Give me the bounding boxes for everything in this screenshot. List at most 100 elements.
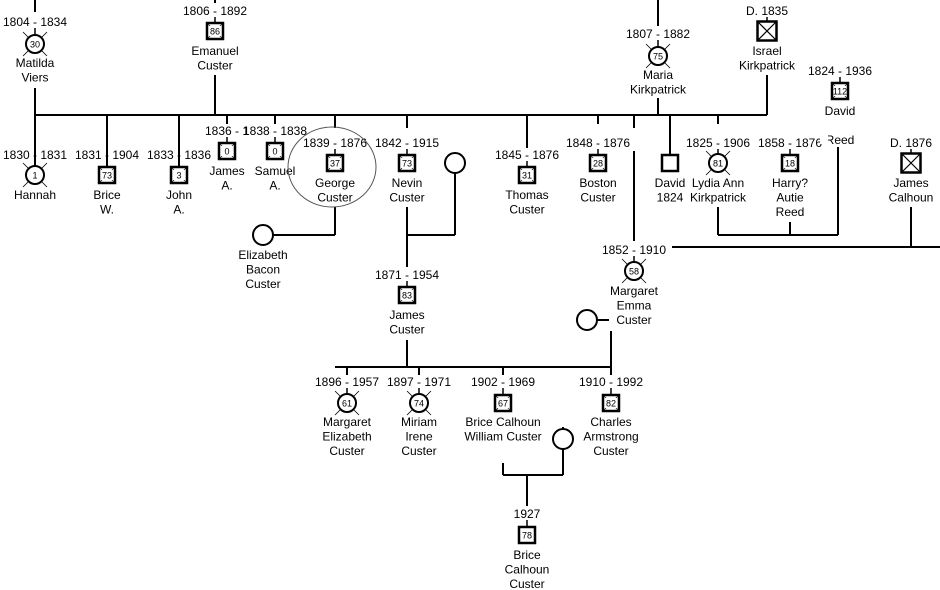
person-name-line: Custer (329, 444, 364, 458)
person-age: 75 (653, 52, 663, 62)
person-age: 83 (402, 291, 412, 301)
person-name-line: Custer (401, 444, 436, 458)
person-name-line: Nevin (392, 176, 423, 190)
person-name-line: William Custer (464, 430, 541, 444)
male-square-icon (660, 153, 680, 173)
person-dates: D. 1835 (746, 4, 788, 18)
person-name-line: Viers (21, 71, 48, 85)
person-name-line: 1824 (657, 191, 684, 205)
person-name-line: Charles (590, 415, 631, 429)
female-circle-icon (444, 152, 466, 174)
age-bg (209, 26, 221, 36)
person-name-line: Armstrong (583, 430, 638, 444)
person-node[interactable] (576, 309, 598, 331)
deceased-cross-icon (406, 390, 432, 416)
person-age: 73 (402, 159, 412, 169)
person-age: 31 (522, 171, 532, 181)
age-bg (834, 86, 846, 96)
age-bg (497, 398, 509, 408)
person-age: 28 (593, 159, 603, 169)
person-name-line: James (893, 176, 928, 190)
person-name-line: Reed (776, 205, 805, 219)
person-name-line: Custer (580, 191, 615, 205)
deceased-cross-icon (757, 21, 777, 41)
person-age: 58 (629, 267, 639, 277)
person-name-line: Custer (616, 313, 651, 327)
deceased-cross-icon (621, 258, 647, 284)
age-bg (521, 170, 533, 180)
female-circle-icon (624, 261, 644, 281)
person-name-line: Custer (389, 191, 424, 205)
person-dates: 1806 - 1892 (183, 4, 247, 18)
person-name-line: David (825, 104, 856, 118)
person-dates: 1838 - 1838 (243, 124, 307, 138)
female-circle-icon (648, 46, 668, 66)
person-name-line: Harry? (772, 176, 808, 190)
person-dates: 1836 - 1 (205, 124, 249, 138)
person-age: 61 (342, 399, 352, 409)
person-name-line: Custer (593, 444, 628, 458)
person-name-line: Bacon (246, 263, 280, 277)
label-clip (820, 128, 828, 144)
person-name-line: Autie (776, 191, 804, 205)
person-dates: 1830 - 1831 (3, 148, 67, 162)
person-age: 112 (833, 87, 847, 97)
female-circle-icon (252, 224, 274, 246)
person-dates: 1858 - 1876 (758, 136, 822, 150)
person-age: 37 (330, 159, 340, 169)
age-bg (605, 398, 617, 408)
person-age: 0 (224, 147, 229, 157)
person-name-line: A. (221, 179, 232, 193)
person-name-line: George (315, 176, 355, 190)
person-name-line: Maria (643, 68, 673, 82)
person-name-line: Irene (405, 430, 433, 444)
person-name-line: Margaret (610, 284, 659, 298)
person-name-line: A. (269, 179, 280, 193)
person-node[interactable] (444, 152, 466, 174)
person-age: 78 (522, 531, 532, 541)
person-name-line: David (655, 176, 686, 190)
person-name-line: Miriam (401, 415, 437, 429)
female-circle-icon (25, 165, 45, 185)
person-dates: 1804 - 1834 (3, 15, 67, 29)
person-age: 18 (785, 159, 795, 169)
person-name-line: Calhoun (889, 191, 934, 205)
person-dates: D. 1876 (890, 136, 932, 150)
person-age: 3 (176, 171, 181, 181)
deceased-cross-icon (22, 162, 48, 188)
person-name-line: A. (173, 203, 184, 217)
person-age: 67 (498, 399, 508, 409)
age-bg (401, 290, 413, 300)
person-name-line: Brice (93, 188, 121, 202)
person-name-line: James (389, 308, 424, 322)
age-bg (401, 158, 413, 168)
person-node[interactable] (552, 428, 574, 450)
person-dates: 1839 - 1876 (303, 136, 367, 150)
